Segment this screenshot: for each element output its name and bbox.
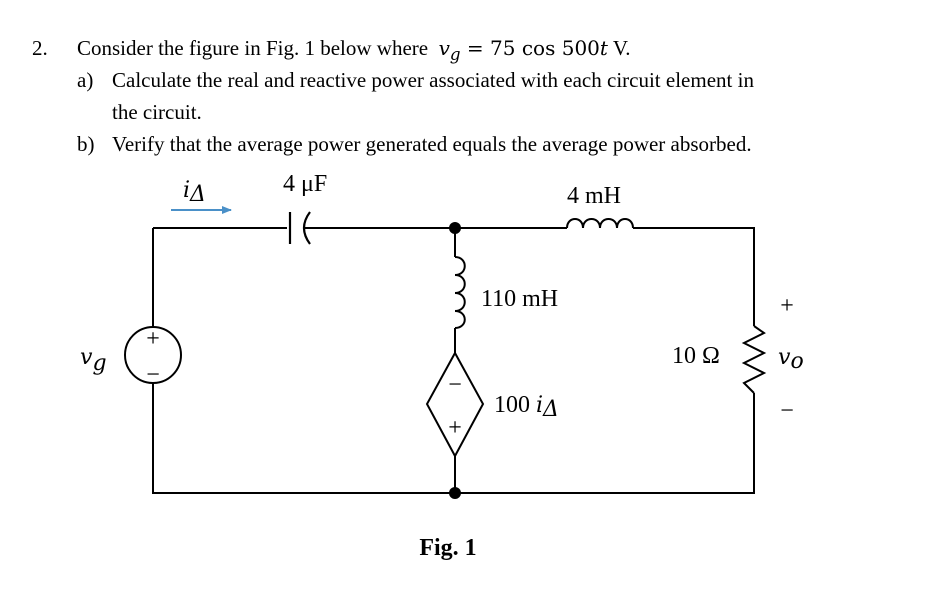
dep-source-sub: Δ (542, 397, 559, 422)
source-plus: + (146, 326, 160, 352)
stem-text: Consider the figure in Fig. 1 below wher… (77, 36, 429, 60)
current-label-sub: Δ (189, 182, 206, 207)
part-a-line2: the circuit. (112, 100, 202, 124)
source-minus: − (146, 362, 160, 388)
current-label-var: i (183, 178, 190, 203)
part-b-line: Verify that the average power generated … (112, 132, 752, 156)
figure-caption: Fig. 1 (419, 535, 476, 561)
dep-plus: + (448, 415, 462, 441)
problem-stem: Consider the figure in Fig. 1 below wher… (77, 32, 631, 71)
output-plus: + (780, 293, 794, 319)
stem-sub: g (449, 45, 461, 64)
node-bottom (449, 487, 461, 499)
resistor-icon (741, 325, 767, 394)
dep-source-var: i (536, 393, 543, 418)
capacitor-icon (288, 211, 311, 245)
inductor-top-label: 4 mH (567, 183, 621, 209)
output-minus: − (780, 398, 794, 424)
current-label: iΔ (183, 178, 206, 207)
source-label: vg (80, 345, 107, 376)
inductor-top-icon (566, 218, 634, 229)
inductor-mid-label: 110 mH (481, 286, 558, 312)
node-top (449, 222, 461, 234)
inductor-mid-icon (454, 256, 466, 329)
voltage-source-icon: + − (124, 326, 182, 388)
stem-var: v (438, 36, 450, 60)
part-a-line1: Calculate the real and reactive power as… (112, 68, 754, 92)
dep-source-label: 100 iΔ (494, 392, 559, 422)
dependent-source-icon: − + (425, 350, 485, 459)
stem-unit: V. (607, 36, 631, 60)
capacitor-label: 4 μF (283, 171, 327, 197)
source-label-sub: g (92, 351, 106, 376)
part-a-label: a) (77, 68, 94, 92)
output-label-var: v (778, 345, 791, 370)
part-b-label: b) (77, 132, 95, 156)
problem-number: 2. (32, 36, 48, 60)
output-label-sub: o (790, 349, 803, 374)
stem-t: t (599, 36, 608, 60)
dep-minus: − (448, 372, 462, 398)
source-label-var: v (80, 345, 93, 370)
stem-rest: = 75 cos 500 (460, 36, 600, 60)
stem-equation: vg = 75 cos 500t (438, 36, 608, 64)
wire-top-right (633, 227, 755, 326)
resistor-label: 10 Ω (672, 343, 720, 369)
dep-source-coef: 100 (494, 392, 536, 418)
output-label: vo (778, 345, 804, 374)
